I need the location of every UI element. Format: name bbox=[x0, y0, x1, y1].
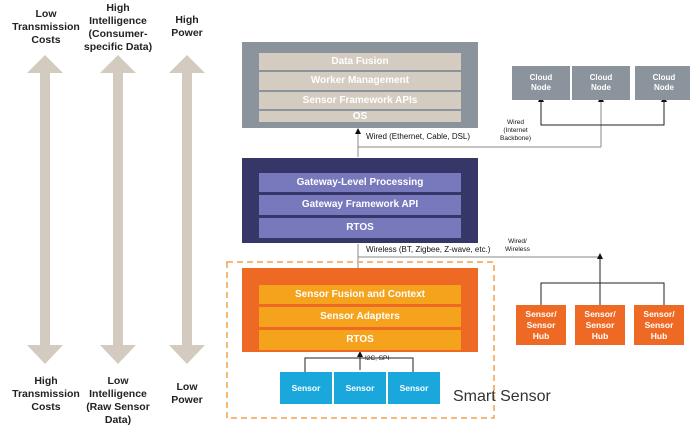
cloud-layer-worker-management: Worker Management bbox=[259, 72, 461, 90]
smart-sensor-title: Smart Sensor bbox=[453, 388, 551, 405]
sensor-box: Sensor bbox=[334, 372, 386, 404]
hub-interconnect bbox=[540, 282, 665, 305]
axis-arrow-transmission bbox=[27, 55, 63, 364]
smart-sensor-boundary bbox=[226, 261, 495, 419]
axis-top-label-intelligence: High Intelligence (Consumer- specific Da… bbox=[83, 2, 153, 53]
sensor-hub: Sensor/ Sensor Hub bbox=[575, 305, 625, 345]
wireless-link-label: Wireless (BT, Zigbee, Z-wave, etc.) bbox=[366, 245, 491, 254]
axis-arrow-power bbox=[169, 55, 205, 364]
axis-bottom-label-power: Low Power bbox=[171, 381, 203, 406]
cloud-layer-sensor-framework-apis: Sensor Framework APIs bbox=[259, 92, 461, 109]
sensor-box: Sensor bbox=[388, 372, 440, 404]
sensor-hub: Sensor/ Sensor Hub bbox=[516, 305, 566, 345]
gateway-layer-processing: Gateway-Level Processing bbox=[259, 173, 461, 192]
cloud-node: Cloud Node bbox=[512, 66, 570, 100]
gateway-layer-rtos: RTOS bbox=[259, 218, 461, 238]
cloud-layer-data-fusion: Data Fusion bbox=[259, 53, 461, 70]
sensor-bus bbox=[304, 357, 414, 372]
i2c-spi-label: I2C, SPI bbox=[365, 355, 390, 362]
sensor-hub: Sensor/ Sensor Hub bbox=[634, 305, 684, 345]
gateway-tier: Gateway-Level Processing Gateway Framewo… bbox=[242, 158, 478, 243]
sensor-layer-fusion-context: Sensor Fusion and Context bbox=[259, 285, 461, 304]
axis-bottom-label-intelligence: Low Intelligence (Raw Sensor Data) bbox=[86, 375, 150, 426]
cloud-tier: Data Fusion Worker Management Sensor Fra… bbox=[242, 42, 478, 128]
axis-top-label-power: High Power bbox=[171, 14, 203, 39]
cloud-node: Cloud Node bbox=[572, 66, 630, 100]
axis-top-label-transmission: Low Transmission Costs bbox=[12, 8, 80, 46]
backbone-label: Wired (Internet Backbone) bbox=[500, 119, 532, 142]
cloud-node-interconnect bbox=[540, 100, 665, 126]
axis-arrows bbox=[27, 55, 205, 364]
cloud-node: Cloud Node bbox=[635, 66, 690, 100]
cloud-layer-os: OS bbox=[259, 111, 461, 122]
sensor-layer-adapters: Sensor Adapters bbox=[259, 307, 461, 327]
gateway-layer-framework-api: Gateway Framework API bbox=[259, 195, 461, 215]
axis-bottom-label-transmission: High Transmission Costs bbox=[12, 375, 80, 413]
wired-ethernet-label: Wired (Ethernet, Cable, DSL) bbox=[366, 132, 471, 141]
axis-arrow-intelligence bbox=[100, 55, 136, 364]
wired-wireless-label: Wired/ Wireless bbox=[505, 238, 530, 253]
sensor-box: Sensor bbox=[280, 372, 332, 404]
smart-sensor-tier: Sensor Fusion and Context Sensor Adapter… bbox=[242, 268, 478, 352]
sensor-layer-rtos: RTOS bbox=[259, 330, 461, 350]
